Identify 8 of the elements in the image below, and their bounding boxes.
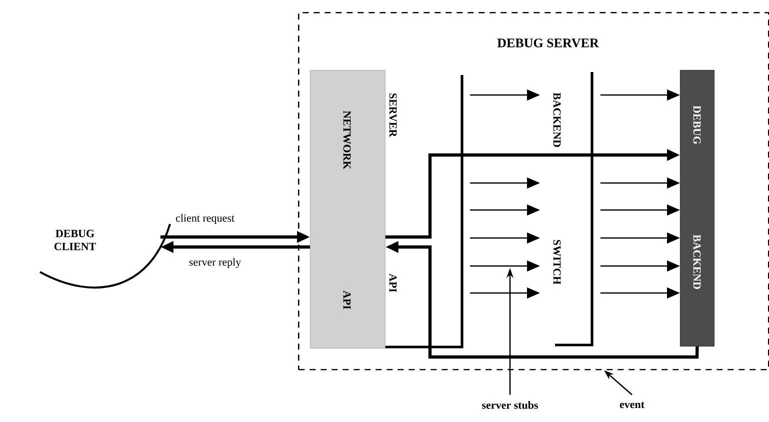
network-band: NETWORK API	[310, 70, 386, 348]
switch-column: BACKEND SWITCH	[553, 92, 561, 284]
client-arc: DEBUG CLIENT	[40, 224, 171, 289]
backend-band: DEBUG BACKEND	[680, 70, 714, 346]
callout-text: event	[620, 402, 644, 408]
callout-text: server stubs	[482, 401, 538, 409]
edge-label: client request	[174, 213, 236, 225]
edge-label: server reply	[188, 257, 242, 269]
